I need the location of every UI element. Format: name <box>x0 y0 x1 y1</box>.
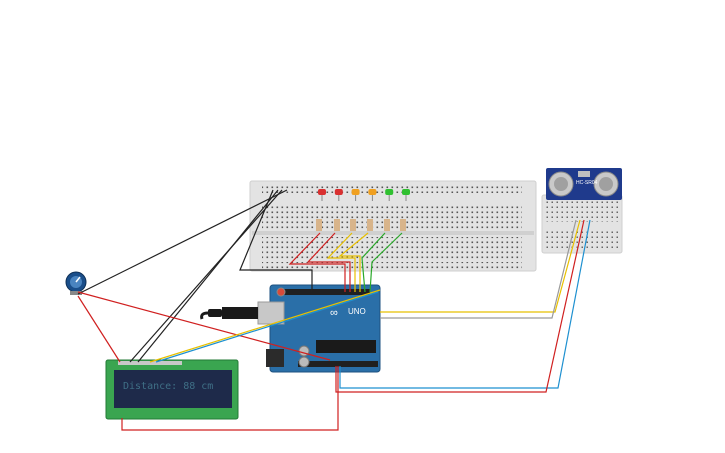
wire-red-4 <box>288 232 346 292</box>
wire-red-5 <box>306 232 351 292</box>
wire-yellow-1 <box>326 232 356 292</box>
wire-black-2 <box>129 189 283 363</box>
wire-black-1 <box>77 189 288 295</box>
wire-red-3 <box>121 366 339 431</box>
arduino-uno-board[interactable]: ∞ UNO <box>257 284 381 373</box>
led-4[interactable] <box>368 189 377 195</box>
wire-red-1 <box>77 295 121 363</box>
usb-cable <box>200 307 258 320</box>
led-5[interactable] <box>385 189 394 195</box>
resistors[interactable] <box>316 219 406 231</box>
lcd-display[interactable]: Distance: 88 cm <box>105 359 239 420</box>
wire-red-2 <box>77 291 331 361</box>
arduino-board-name: UNO <box>348 307 366 316</box>
lcd-text: Distance: 88 cm <box>123 381 213 392</box>
wire-black-4 <box>239 189 313 292</box>
wire-yellow-lcd <box>149 289 381 363</box>
main-breadboard[interactable] <box>249 180 537 272</box>
potentiometer[interactable] <box>65 271 87 295</box>
wire-gray-sensor <box>380 219 577 319</box>
led-3[interactable] <box>351 189 360 195</box>
wire-blue-lcd <box>155 291 379 363</box>
wire-yellow-2 <box>338 232 369 292</box>
led-group <box>318 189 410 201</box>
wire-green-2 <box>369 232 403 293</box>
wire-red-sensor <box>335 219 585 393</box>
wire-blue-sensor <box>339 219 591 389</box>
wire-green-1 <box>361 232 386 293</box>
ultrasonic-sensor[interactable]: HC-SR04 <box>546 168 622 200</box>
wire-black-3 <box>137 189 279 363</box>
wire-yellow-sensor <box>380 219 581 313</box>
sensor-label: HC-SR04 <box>576 180 598 186</box>
led-6[interactable] <box>402 189 410 195</box>
led-2[interactable] <box>334 189 343 195</box>
sensor-breadboard[interactable] <box>541 194 623 254</box>
wires <box>77 189 591 431</box>
led-1[interactable] <box>318 189 326 195</box>
arduino-logo-icon: ∞ <box>330 307 338 319</box>
